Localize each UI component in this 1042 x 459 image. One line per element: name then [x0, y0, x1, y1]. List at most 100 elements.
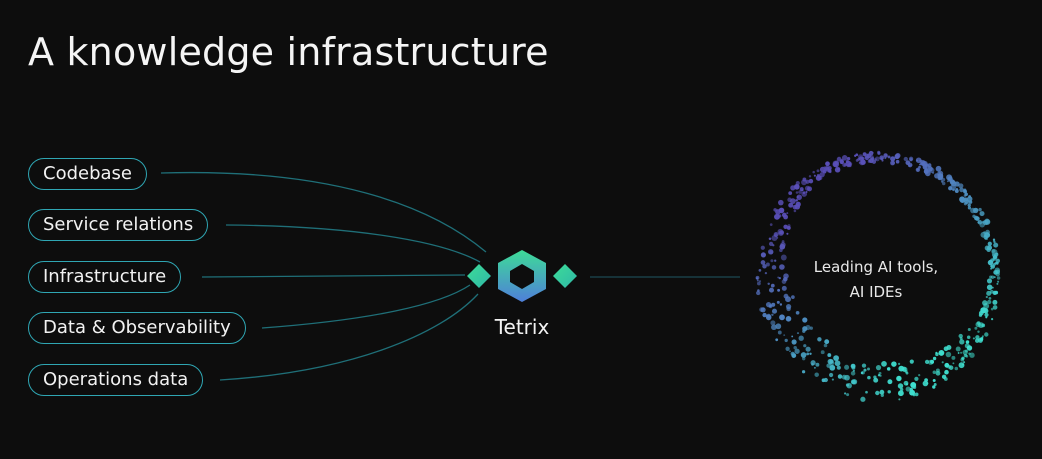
particle [793, 346, 797, 350]
particle [967, 327, 971, 332]
particle [813, 174, 816, 177]
particle [821, 378, 826, 383]
particle [875, 390, 880, 396]
particle [816, 173, 820, 177]
particle [784, 338, 788, 343]
particle [910, 164, 913, 167]
particle [786, 212, 789, 215]
particle [777, 330, 782, 335]
particle [873, 377, 879, 383]
source-label: Codebase [43, 163, 132, 184]
particle [803, 344, 807, 348]
particle [924, 359, 930, 365]
particle [836, 365, 841, 370]
particle [905, 371, 909, 375]
particle [897, 390, 904, 397]
particle [972, 337, 975, 340]
particle [781, 240, 785, 243]
particle [794, 204, 801, 210]
particle [963, 353, 968, 358]
particle [992, 254, 998, 260]
particle [764, 271, 768, 275]
particle [909, 158, 913, 162]
particle [771, 324, 777, 331]
particle [850, 371, 856, 376]
particle [758, 269, 762, 272]
particle [967, 206, 972, 210]
particle [887, 390, 891, 394]
particle [805, 346, 811, 352]
particle [984, 237, 987, 240]
particle [808, 175, 812, 178]
particle [755, 275, 760, 280]
particle [810, 360, 816, 366]
particle [960, 351, 963, 354]
particle [867, 367, 870, 371]
particle [833, 161, 840, 168]
particle [986, 278, 993, 284]
particle [859, 159, 865, 166]
particle [966, 335, 971, 339]
particle [778, 230, 784, 236]
particle [785, 316, 792, 322]
source-infrastructure: Infrastructure [28, 261, 182, 293]
particle [984, 332, 989, 337]
particle [791, 335, 794, 338]
particle [809, 352, 812, 355]
particle [985, 295, 988, 299]
particle [922, 380, 929, 387]
particle [958, 333, 963, 339]
particle [903, 156, 908, 162]
particle [992, 238, 996, 241]
particle [806, 352, 810, 356]
particle [963, 194, 967, 197]
particle [774, 213, 780, 220]
particle [760, 252, 766, 258]
particle [771, 313, 774, 317]
target-label-line2: AI IDEs [849, 283, 903, 301]
particle [891, 361, 897, 367]
particle [765, 262, 770, 267]
particle [894, 153, 900, 160]
particle [920, 161, 926, 166]
particle [767, 282, 770, 286]
particle [915, 167, 921, 172]
particle [770, 283, 775, 288]
particle [978, 207, 982, 212]
particle [834, 360, 841, 367]
particle [771, 265, 777, 270]
particle [802, 191, 806, 194]
particle [935, 165, 942, 172]
particle [756, 279, 759, 282]
particle [986, 284, 993, 291]
particle [795, 199, 798, 202]
particle [771, 308, 778, 314]
particle [978, 313, 983, 317]
particle [837, 167, 841, 171]
connector-infrastructure [201, 274, 466, 278]
source-data-observability: Data & Observability [28, 312, 246, 344]
particle [800, 352, 807, 358]
particle [785, 346, 790, 351]
particle [984, 245, 990, 251]
particle [850, 363, 856, 369]
particle [871, 157, 875, 161]
particle [902, 366, 908, 373]
particle [802, 326, 808, 332]
particle [984, 312, 989, 317]
particle [941, 374, 947, 379]
particle [756, 290, 761, 296]
particle [978, 322, 984, 329]
particle [991, 318, 994, 321]
particle [903, 380, 909, 386]
particle [988, 297, 992, 300]
particle [987, 241, 992, 246]
particle [890, 156, 896, 162]
particle [776, 300, 780, 304]
particle [791, 353, 797, 358]
connector-codebase [160, 171, 487, 253]
particle [783, 273, 789, 279]
particle [914, 392, 919, 397]
particle [786, 225, 791, 230]
